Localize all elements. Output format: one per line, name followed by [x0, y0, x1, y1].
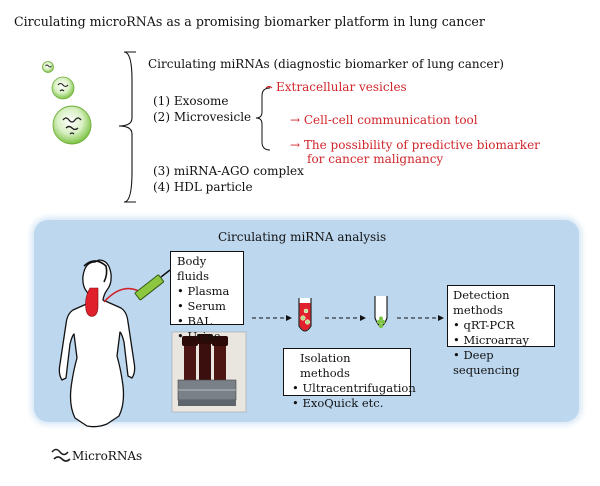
note-cell-communication: → Cell-cell communication tool [290, 113, 478, 127]
microrna-squiggle-icon [51, 448, 71, 462]
fluid-item: Plasma [177, 284, 237, 299]
detection-title: Detection methods [453, 288, 510, 317]
vesicle-medium-icon [51, 76, 75, 100]
item-microvesicle: (2) Microvesicle [153, 110, 252, 124]
body-fluids-list: Plasma Serum BAL Urine [177, 284, 237, 344]
note-cancer-malignancy: for cancer malignancy [307, 152, 444, 166]
legend-label: MicroRNAs [72, 449, 143, 463]
isolation-item: Ultracentrifugation [292, 381, 415, 396]
extracellular-vesicles-label: Extracellular vesicles [276, 80, 407, 94]
vesicles-bracket [255, 87, 271, 151]
hair-icon [83, 260, 108, 283]
main-bracket [118, 51, 136, 203]
detection-item: qRT-PCR [453, 318, 549, 333]
analysis-heading: Circulating miRNA analysis [218, 230, 387, 244]
isolation-methods-box: Isolation methods Ultracentrifugation Ex… [283, 348, 416, 410]
vesicle-large-icon [52, 105, 92, 145]
isolated-tube-icon [374, 296, 388, 329]
vesicle-small-icon [42, 61, 54, 73]
syringe-icon [103, 269, 171, 303]
body-fluids-title: Body fluids [177, 254, 210, 283]
human-figure-icon [58, 259, 136, 428]
fluid-item: BAL [177, 314, 237, 329]
detection-item: Microarray [453, 333, 549, 348]
lung-icon [85, 287, 99, 317]
item-hdl: (4) HDL particle [153, 180, 253, 194]
item-exosome: (1) Exosome [153, 94, 229, 108]
body-fluids-box: Body fluids Plasma Serum BAL Urine [170, 251, 244, 343]
circulating-mirnas-heading: Circulating miRNAs (diagnostic biomarker… [148, 57, 504, 71]
sample-tube-icon [298, 298, 312, 332]
isolation-list: Ultracentrifugation ExoQuick etc. [292, 381, 415, 411]
fluid-item: Serum [177, 299, 237, 314]
detection-methods-box: Detection methods qRT-PCR Microarray Dee… [447, 285, 555, 377]
page-title: Circulating microRNAs as a promising bio… [14, 14, 485, 29]
detection-list: qRT-PCR Microarray Deep sequencing [453, 318, 549, 378]
isolation-item: ExoQuick etc. [292, 396, 402, 411]
note-predictive-biomarker: → The possibility of predictive biomarke… [290, 138, 540, 152]
blood-tubes-photo [171, 331, 247, 413]
detection-item: Deep sequencing [453, 348, 549, 378]
item-mirna-ago: (3) miRNA-AGO complex [153, 164, 304, 178]
fluid-item: Urine [177, 329, 237, 344]
isolation-title: Isolation methods [300, 351, 351, 380]
